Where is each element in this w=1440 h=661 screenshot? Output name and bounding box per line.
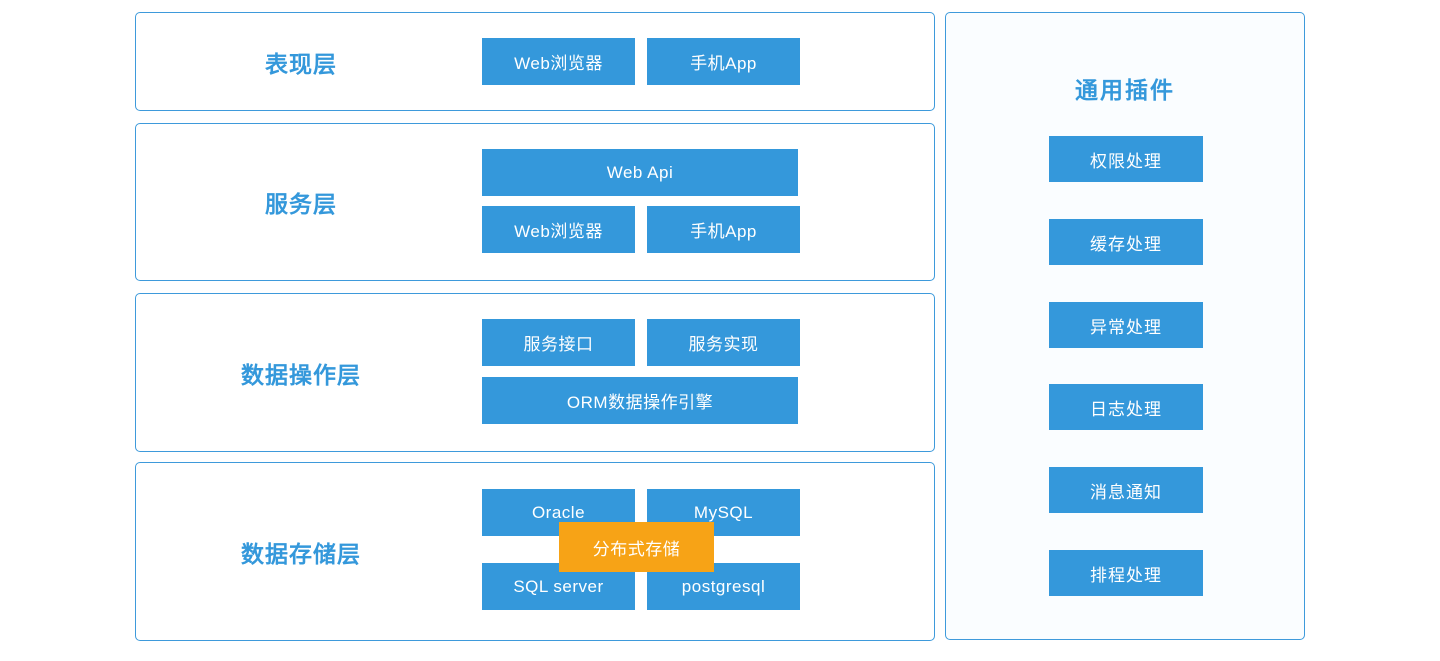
- layer-box-data-operation: 数据操作层 服务接口 服务实现 ORM数据操作引擎: [135, 293, 935, 452]
- node-cache-handling: 缓存处理: [1049, 219, 1203, 265]
- layer-label-data-storage: 数据存储层: [241, 540, 361, 567]
- node-postgresql: postgresql: [647, 563, 800, 610]
- node-exception-handling: 异常处理: [1049, 302, 1203, 348]
- layer-label-service: 服务层: [265, 191, 337, 217]
- node-schedule-handling: 排程处理: [1049, 550, 1203, 596]
- layer-label-presentation: 表现层: [265, 50, 337, 77]
- layer-label-data-operation: 数据操作层: [241, 361, 361, 388]
- plugins-panel-title: 通用插件: [1075, 77, 1175, 103]
- node-service-interface: 服务接口: [482, 319, 635, 366]
- node-web-browser: Web浏览器: [482, 206, 635, 253]
- layer-box-data-storage: 数据存储层 Oracle MySQL SQL server postgresql…: [135, 462, 935, 641]
- node-web-browser: Web浏览器: [482, 38, 635, 85]
- node-mobile-app: 手机App: [647, 206, 800, 253]
- node-log-handling: 日志处理: [1049, 384, 1203, 430]
- node-sql-server: SQL server: [482, 563, 635, 610]
- node-mobile-app: 手机App: [647, 38, 800, 85]
- node-permission-handling: 权限处理: [1049, 136, 1203, 182]
- node-web-api: Web Api: [482, 149, 798, 196]
- layer-box-service: 服务层 Web Api Web浏览器 手机App: [135, 123, 935, 281]
- plugins-panel: 通用插件 权限处理 缓存处理 异常处理 日志处理 消息通知 排程处理: [945, 12, 1305, 640]
- node-orm-engine: ORM数据操作引擎: [482, 377, 798, 424]
- node-distributed-storage: 分布式存储: [559, 522, 714, 572]
- layer-box-presentation: 表现层 Web浏览器 手机App: [135, 12, 935, 111]
- node-message-notification: 消息通知: [1049, 467, 1203, 513]
- node-oracle: Oracle: [482, 489, 635, 536]
- node-service-implementation: 服务实现: [647, 319, 800, 366]
